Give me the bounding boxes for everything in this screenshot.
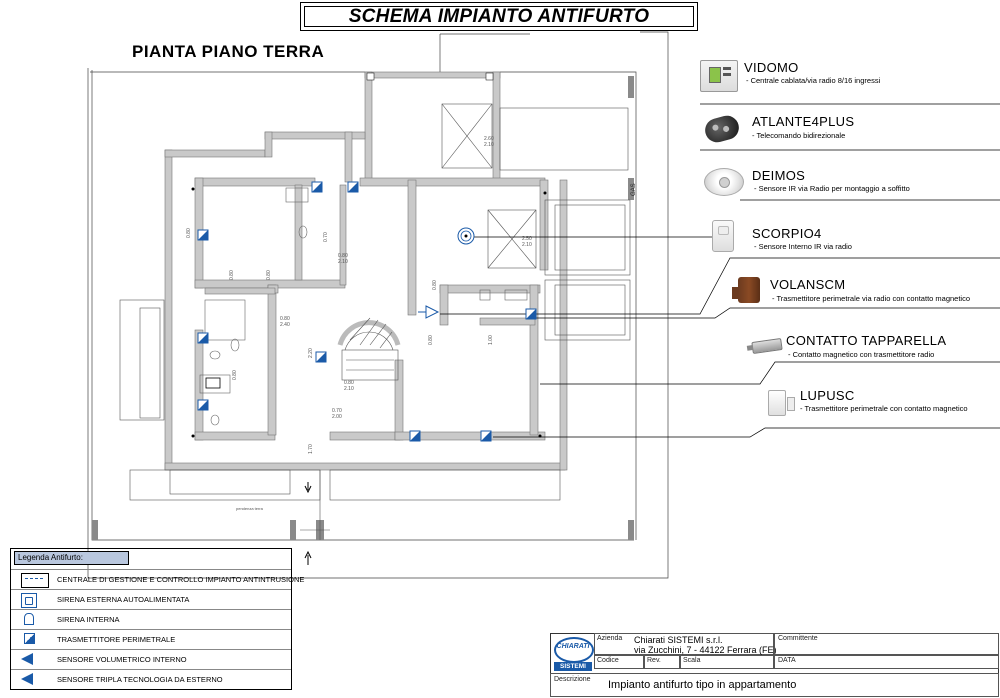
logo-sub: SISTEMI [554, 662, 592, 671]
codice-label: Codice [597, 657, 619, 664]
device-name: ATLANTE4PLUS [752, 114, 855, 129]
svg-text:2.40: 2.40 [280, 322, 290, 328]
device-volanscm: VOLANSCM - Trasmettitore perimetrale via… [700, 275, 1000, 309]
svg-text:0.70: 0.70 [332, 408, 342, 414]
svg-text:0.80: 0.80 [344, 380, 354, 386]
svg-text:1.70: 1.70 [308, 444, 314, 454]
svg-text:0.80: 0.80 [186, 228, 192, 238]
svg-text:2.10: 2.10 [338, 259, 348, 265]
magnetic-contact-icon [768, 390, 795, 416]
descrizione-value: Impianto antifurto tipo in appartamento [608, 679, 797, 691]
svg-text:2.10: 2.10 [484, 142, 494, 148]
legend: Legenda Antifurto: CENTRALE DI GESTIONE … [10, 548, 304, 690]
legend-item: CENTRALE DI GESTIONE E CONTROLLO IMPIANT… [11, 569, 304, 589]
device-contatto-tapparella: CONTATTO TAPPARELLA - Contatto magnetico… [700, 332, 1000, 362]
ir-sensor-icon [712, 220, 734, 252]
triple-tech-sensor-icon [21, 673, 33, 685]
legend-item: SIRENA ESTERNA AUTOALIMENTATA [11, 589, 291, 609]
device-atlante4plus: ATLANTE4PLUS - Telecomando bidirezionale [700, 113, 1000, 150]
legend-label: TRASMETTITORE PERIMETRALE [57, 635, 176, 644]
rev-label: Rev. [647, 657, 661, 664]
svg-text:0.80: 0.80 [229, 270, 235, 280]
control-panel-icon [700, 60, 738, 92]
device-name: VIDOMO [744, 60, 799, 75]
descrizione-label: Descrizione [554, 676, 591, 683]
device-name: DEIMOS [752, 168, 806, 183]
azienda-address: via Zucchini, 7 - 44122 Ferrara (FE) [634, 645, 777, 655]
device-name: SCORPIO4 [752, 226, 822, 241]
svg-text:2.50: 2.50 [522, 236, 532, 242]
ceiling-sensor-icon [704, 168, 744, 196]
svg-text:2.60: 2.60 [484, 136, 494, 142]
internal-siren-icon [24, 613, 34, 625]
svg-text:0.80: 0.80 [428, 335, 434, 345]
svg-text:0.80: 0.80 [432, 280, 438, 290]
legend-title: Legenda Antifurto: [14, 551, 129, 565]
perimeter-transmitter-icon [732, 277, 760, 303]
svg-text:0.70: 0.70 [323, 232, 329, 242]
perimeter-transmitter-icon [24, 633, 35, 644]
azienda-label: Azienda [597, 635, 623, 642]
logo-text: CHIARATI [556, 643, 590, 650]
control-unit-icon [21, 573, 49, 588]
legend-label: SIRENA ESTERNA AUTOALIMENTATA [57, 595, 190, 604]
svg-text:2.00: 2.00 [332, 414, 342, 420]
title-block: CHIARATI SISTEMI Azienda Chiarati SISTEM… [550, 633, 999, 697]
svg-text:0.80: 0.80 [266, 270, 272, 280]
svg-text:2.10: 2.10 [344, 386, 354, 392]
svg-text:pendenza terra: pendenza terra [236, 506, 264, 511]
device-name: LUPUSC [800, 388, 855, 403]
legend-label: CENTRALE DI GESTIONE E CONTROLLO IMPIANT… [57, 575, 305, 584]
device-lupusc: LUPUSC - Trasmettitore perimetrale con c… [700, 384, 1000, 424]
remote-control-icon [702, 113, 742, 145]
volumetric-sensor-icon [21, 653, 33, 665]
device-desc: - Centrale cablata/via radio 8/16 ingres… [746, 76, 881, 85]
drawing-title: SCHEMA IMPIANTO ANTIFURTO [300, 2, 698, 31]
svg-text:2.10: 2.10 [522, 242, 532, 248]
svg-text:1.00: 1.00 [488, 335, 494, 345]
device-desc: - Trasmettitore perimetrale con contatto… [800, 404, 968, 413]
device-desc: - Sensore IR via Radio per montaggio a s… [754, 184, 910, 193]
scala-label: Scala [683, 657, 701, 664]
legend-item: SENSORE VOLUMETRICO INTERNO [11, 649, 291, 669]
shutter-contact-icon [746, 337, 783, 355]
committente-label: Committente [778, 635, 818, 642]
legend-label: SENSORE TRIPLA TECNOLOGIA DA ESTERNO [57, 675, 223, 684]
device-desc: - Contatto magnetico con trasmettitore r… [788, 350, 935, 359]
device-desc: - Telecomando bidirezionale [752, 131, 846, 140]
device-name: CONTATTO TAPPARELLA [786, 333, 947, 348]
gas-label: GAS [631, 183, 637, 196]
data-label: DATA [778, 657, 796, 664]
device-deimos: DEIMOS - Sensore IR via Radio per montag… [700, 164, 1000, 200]
external-siren-icon [21, 593, 37, 608]
legend-item: SIRENA INTERNA [11, 609, 291, 629]
svg-text:0.80: 0.80 [280, 316, 290, 322]
svg-text:2.20: 2.20 [308, 348, 314, 358]
legend-label: SIRENA INTERNA [57, 615, 120, 624]
svg-text:0.80: 0.80 [232, 370, 238, 380]
device-name: VOLANSCM [770, 277, 846, 292]
svg-text:0.80: 0.80 [338, 253, 348, 259]
plan-title: PIANTA PIANO TERRA [132, 42, 325, 61]
azienda-name: Chiarati SISTEMI s.r.l. [634, 635, 723, 645]
legend-label: SENSORE VOLUMETRICO INTERNO [57, 655, 187, 664]
device-scorpio4: SCORPIO4 - Sensore Interno IR via radio [700, 220, 1000, 256]
company-logo: CHIARATI SISTEMI [552, 635, 594, 675]
device-desc: - Sensore Interno IR via radio [754, 242, 852, 251]
device-vidomo: VIDOMO - Centrale cablata/via radio 8/16… [700, 58, 1000, 104]
legend-item: TRASMETTITORE PERIMETRALE [11, 629, 291, 649]
device-desc: - Trasmettitore perimetrale via radio co… [772, 294, 971, 303]
legend-item: SENSORE TRIPLA TECNOLOGIA DA ESTERNO [11, 669, 291, 689]
